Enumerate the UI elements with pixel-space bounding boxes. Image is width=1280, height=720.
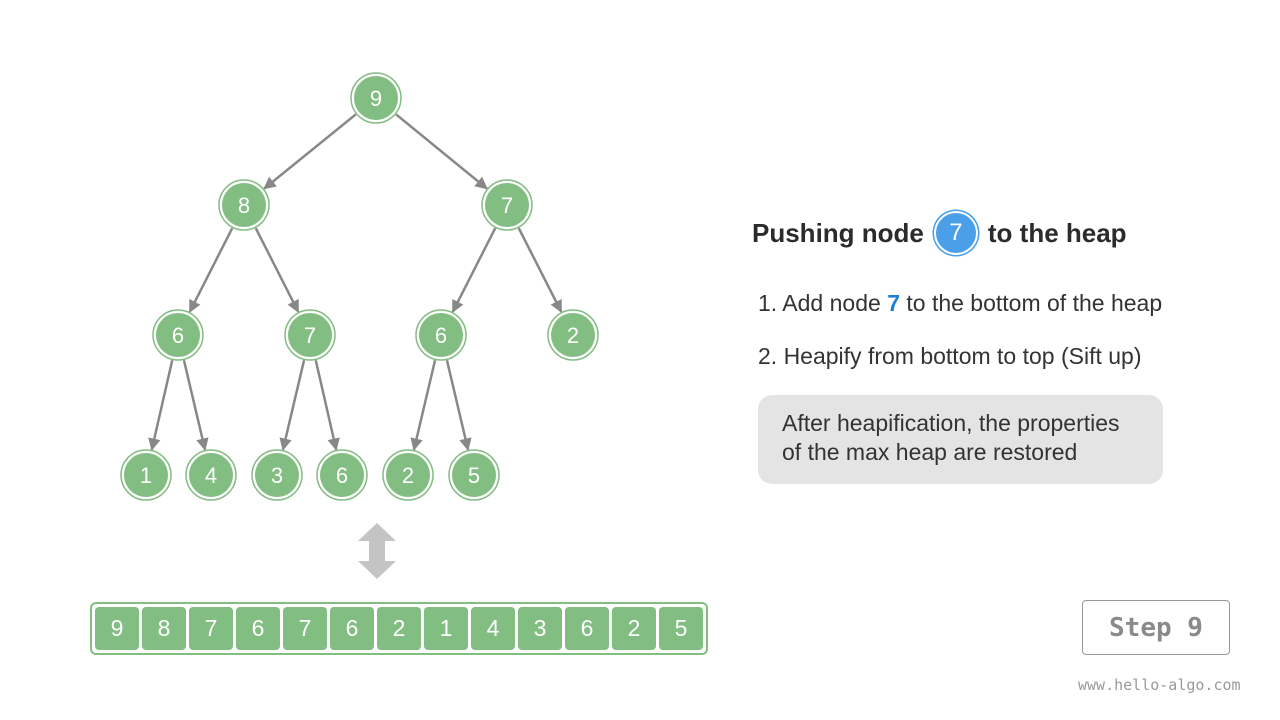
tree-edge bbox=[517, 227, 563, 313]
tree-node: 7 bbox=[481, 179, 533, 231]
tree-node: 6 bbox=[316, 449, 368, 501]
array-cell: 9 bbox=[95, 607, 139, 650]
step-description-2: 2. Heapify from bottom to top (Sift up) bbox=[758, 343, 1142, 369]
tree-node: 8 bbox=[218, 179, 270, 231]
array-cell: 2 bbox=[377, 607, 421, 650]
tree-edge bbox=[445, 360, 472, 451]
tree-edge bbox=[254, 227, 300, 313]
tree-node-value: 2 bbox=[567, 323, 579, 348]
tree-edge bbox=[182, 360, 209, 451]
tree-node-value: 4 bbox=[205, 463, 217, 488]
tree-node: 3 bbox=[251, 449, 303, 501]
highlighted-node-value: 7 bbox=[887, 290, 900, 316]
tree-edge bbox=[451, 227, 497, 313]
array-cell: 7 bbox=[189, 607, 233, 650]
note-line-2: of the max heap are restored bbox=[782, 439, 1078, 465]
array-cell: 8 bbox=[142, 607, 186, 650]
tree-node: 1 bbox=[120, 449, 172, 501]
heap-tree-diagram: 9 8 7 6 7 6 2 1 4 3 6 2 5 bbox=[120, 72, 599, 501]
double-arrow-icon bbox=[358, 523, 396, 579]
tree-node-value: 6 bbox=[435, 323, 447, 348]
array-cell: 4 bbox=[471, 607, 515, 650]
tree-node: 2 bbox=[547, 309, 599, 361]
tree-edge bbox=[395, 113, 488, 190]
tree-node: 6 bbox=[152, 309, 204, 361]
title-suffix: to the heap bbox=[987, 217, 1127, 248]
tree-node-value: 8 bbox=[238, 193, 250, 218]
title-prefix: Pushing node bbox=[752, 217, 924, 248]
array-cell: 6 bbox=[330, 607, 374, 650]
tree-edge bbox=[148, 360, 174, 451]
tree-node: 4 bbox=[185, 449, 237, 501]
array-cell: 2 bbox=[612, 607, 656, 650]
array-cell: 7 bbox=[283, 607, 327, 650]
tree-edge bbox=[279, 360, 306, 451]
tree-node-value: 7 bbox=[304, 323, 316, 348]
tree-edge bbox=[314, 360, 340, 451]
page-title: Pushing node 7 to the heap bbox=[752, 210, 1127, 256]
tree-node-value: 6 bbox=[172, 323, 184, 348]
step-description-1: 1. Add node 7 to the bottom of the heap bbox=[758, 290, 1163, 316]
tree-node-value: 1 bbox=[140, 463, 152, 488]
array-cell: 6 bbox=[236, 607, 280, 650]
tree-node: 9 bbox=[350, 72, 402, 124]
array-cell: 6 bbox=[565, 607, 609, 650]
tree-node: 6 bbox=[415, 309, 467, 361]
array-cell: 1 bbox=[424, 607, 468, 650]
tree-node: 2 bbox=[382, 449, 434, 501]
tree-node-value: 6 bbox=[336, 463, 348, 488]
watermark: www.hello-algo.com bbox=[1078, 676, 1241, 694]
note-box: After heapification, the properties of t… bbox=[758, 395, 1163, 484]
tree-node-value: 3 bbox=[271, 463, 283, 488]
tree-node: 7 bbox=[284, 309, 336, 361]
pushed-node-badge: 7 bbox=[933, 211, 978, 255]
note-line-1: After heapification, the properties bbox=[782, 410, 1120, 436]
step-indicator: Step 9 bbox=[1082, 600, 1230, 655]
tree-node-value: 9 bbox=[370, 86, 382, 111]
array-cell: 3 bbox=[518, 607, 562, 650]
tree-edge bbox=[263, 113, 357, 190]
tree-node-value: 7 bbox=[501, 193, 513, 218]
tree-edge bbox=[410, 360, 437, 451]
tree-node-value: 2 bbox=[402, 463, 414, 488]
tree-edge bbox=[188, 227, 234, 313]
tree-node-value: 5 bbox=[468, 463, 480, 488]
array-cell: 5 bbox=[659, 607, 703, 650]
tree-node: 5 bbox=[448, 449, 500, 501]
